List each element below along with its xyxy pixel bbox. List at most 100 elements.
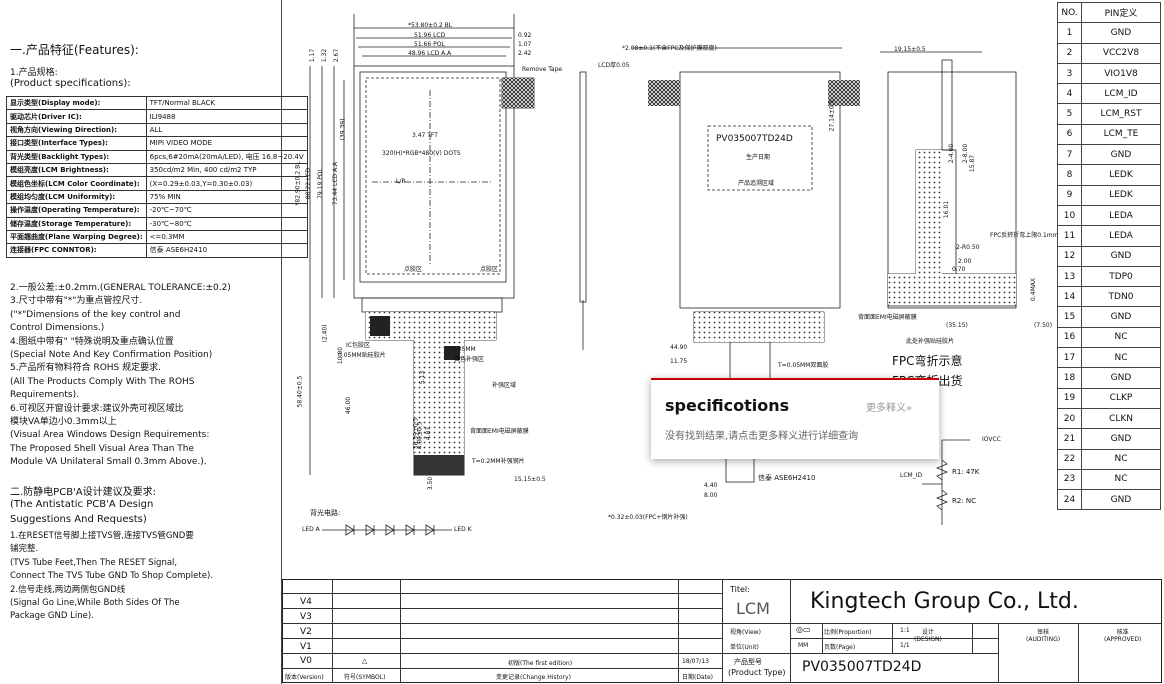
pin-definition: LCM_ID bbox=[1081, 83, 1161, 105]
pin-number: 2 bbox=[1057, 42, 1082, 64]
spec-key: 背光类型(Backlight Types): bbox=[6, 149, 147, 164]
pin-number: 12 bbox=[1057, 245, 1082, 267]
spec-panel: 一.产品特征(Features): 1.产品规格: (Product speci… bbox=[0, 0, 308, 684]
pin-definition: LEDA bbox=[1081, 225, 1161, 247]
pin-definition: NC bbox=[1081, 347, 1161, 369]
spec-key: 模组亮度(LCM Brightness): bbox=[6, 162, 147, 178]
spec-row: 模组亮度(LCM Brightness):350cd/m2 Min, 400 c… bbox=[6, 162, 308, 178]
company-name: Kingtech Group Co., Ltd. bbox=[810, 589, 1079, 614]
pin-definition: VIO1V8 bbox=[1081, 62, 1161, 85]
pin-definition: GND bbox=[1081, 306, 1161, 328]
dim-l1: 1.17 bbox=[309, 48, 317, 63]
pin-definition: GND bbox=[1081, 144, 1161, 166]
pin-number: 6 bbox=[1057, 123, 1082, 146]
dim-39: (39.39) bbox=[339, 118, 347, 141]
note-line: Module VA Unilateral Small 0.3mm Above.)… bbox=[10, 457, 207, 468]
pin-definition: CLKN bbox=[1081, 407, 1161, 430]
spec-row: 连接器(FPC CONNTOR):信泰 ASE6H2410 bbox=[6, 243, 308, 258]
view-symbol-icon: ◎▭ bbox=[796, 625, 811, 634]
pin-number: 18 bbox=[1057, 367, 1082, 389]
resolution-label: 320(H)*RGB*480(V) DOTS bbox=[382, 150, 461, 157]
pin-number: 9 bbox=[1057, 184, 1082, 206]
spec-value: TFT/Normal BLACK bbox=[145, 95, 308, 111]
change-header: 变更记录(Change History) bbox=[496, 674, 571, 681]
dim-r2: 1.07 bbox=[518, 41, 532, 48]
dim-200: 2.00 bbox=[958, 258, 972, 265]
pin-definition: LEDK bbox=[1081, 184, 1161, 206]
pin-number: 17 bbox=[1057, 347, 1082, 369]
dim-800: 8.00 bbox=[704, 492, 718, 499]
note-line: (All The Products Comply With The ROHS bbox=[10, 376, 195, 387]
pin-number: 1 bbox=[1057, 22, 1082, 44]
pin-header-no: NO. bbox=[1057, 1, 1082, 24]
pin-definition: LCM_RST bbox=[1081, 103, 1161, 125]
spec-row: 储存温度(Storage Temperature):-30℃~80℃ bbox=[6, 216, 308, 231]
part-box-sub2: 产品追溯区域 bbox=[738, 180, 775, 187]
pin-definition: VCC2V8 bbox=[1081, 42, 1161, 64]
dim-070: 0.70 bbox=[952, 266, 966, 273]
spec-key: 接口类型(Interface Types): bbox=[6, 136, 147, 151]
product-type: PV035007TD24D bbox=[802, 659, 922, 675]
dim-bl-height: *82.90±0.2 BL bbox=[294, 161, 302, 206]
more-definitions-link[interactable]: 更多释义» bbox=[866, 403, 913, 414]
translation-popup: specificotions 更多释义» 没有找到结果,请点击更多释义进行详细查… bbox=[651, 378, 939, 459]
spec-row: 模组色坐标(LCM Color Coordinate):(X=0.29±0.03… bbox=[6, 176, 308, 191]
dim-aa-height: 73.44 LCD A.A bbox=[332, 161, 340, 206]
spec-row: 模组均匀度(LCM Uniformity):75% MIN bbox=[6, 189, 308, 205]
product-type-cn: 产品型号 bbox=[734, 658, 762, 666]
dim-3515: (35.15) bbox=[946, 322, 968, 329]
dim-2x400: 2-4.00 bbox=[948, 143, 956, 164]
schem-iovcc: IOVCC bbox=[982, 436, 1001, 443]
pin-number: 8 bbox=[1057, 164, 1082, 186]
pin-number: 14 bbox=[1057, 286, 1082, 308]
pin-definition: LEDK bbox=[1081, 164, 1161, 186]
spec-key: 模组色坐标(LCM Color Coordinate): bbox=[6, 176, 147, 191]
pin-definition: GND bbox=[1081, 489, 1161, 511]
esd-title: 二.防静电PCB'A设计建议及要求: bbox=[10, 487, 157, 498]
drawing-area: *53.80±0.2 BL 51.96 LCD 51.66 POL 48.96 … bbox=[282, 0, 1059, 579]
dim-tape: T=0.05MM双面胶 bbox=[778, 362, 829, 369]
dim-1175: 11.75 bbox=[670, 358, 688, 365]
pin-number: 15 bbox=[1057, 306, 1082, 328]
pin-number: 16 bbox=[1057, 326, 1082, 349]
pin-number: 7 bbox=[1057, 144, 1082, 166]
spec-row: 平面翘曲度(Plane Warping Degree):<=0.3MM bbox=[6, 229, 308, 245]
remove-tape-label: Remove Tape bbox=[522, 66, 563, 73]
pin-number: 21 bbox=[1057, 428, 1082, 450]
schem-lcm-id: LCM_ID bbox=[900, 472, 923, 479]
fpc-note-5: IC包胶区 bbox=[346, 342, 370, 349]
esd-note-line: Package GND Line). bbox=[10, 611, 94, 622]
pin-definition: NC bbox=[1081, 326, 1161, 349]
esd-note-line: 铺完整. bbox=[10, 544, 39, 555]
dim-1587: 15.87 bbox=[969, 154, 977, 173]
spec-key: 连接器(FPC CONNTOR): bbox=[6, 243, 147, 258]
connector-label: 信泰 ASE6H2410 bbox=[758, 474, 816, 482]
version-v2: V2 bbox=[300, 627, 312, 637]
dim-1915: 19.15±0.5 bbox=[894, 46, 926, 53]
pin-number: 13 bbox=[1057, 265, 1082, 288]
part-number-box: PV035007TD24D bbox=[716, 134, 793, 144]
spec-key: 操作温度(Operating Temperature): bbox=[6, 203, 147, 218]
dim-240: (2.40) bbox=[321, 324, 329, 343]
auditing-cell: 审核 (AUDITING) bbox=[1026, 629, 1061, 643]
led-symbols bbox=[345, 524, 435, 536]
page-value: 1/1 bbox=[900, 642, 910, 649]
page-label: 页数(Page) bbox=[824, 644, 856, 651]
dim-lcd-height: 80.22 LCD bbox=[305, 167, 313, 200]
pin-number: 11 bbox=[1057, 225, 1082, 247]
dim-1601: 16.01 bbox=[943, 200, 951, 219]
dim-750: (7.50) bbox=[1034, 322, 1053, 329]
pin-definition: NC bbox=[1081, 448, 1161, 470]
glue-area-right: 点胶区 bbox=[480, 266, 499, 273]
esd-en-2: Suggestions And Requests) bbox=[10, 514, 147, 525]
pin-number: 20 bbox=[1057, 407, 1082, 430]
spec-key: 平面翘曲度(Plane Warping Degree): bbox=[6, 229, 147, 245]
